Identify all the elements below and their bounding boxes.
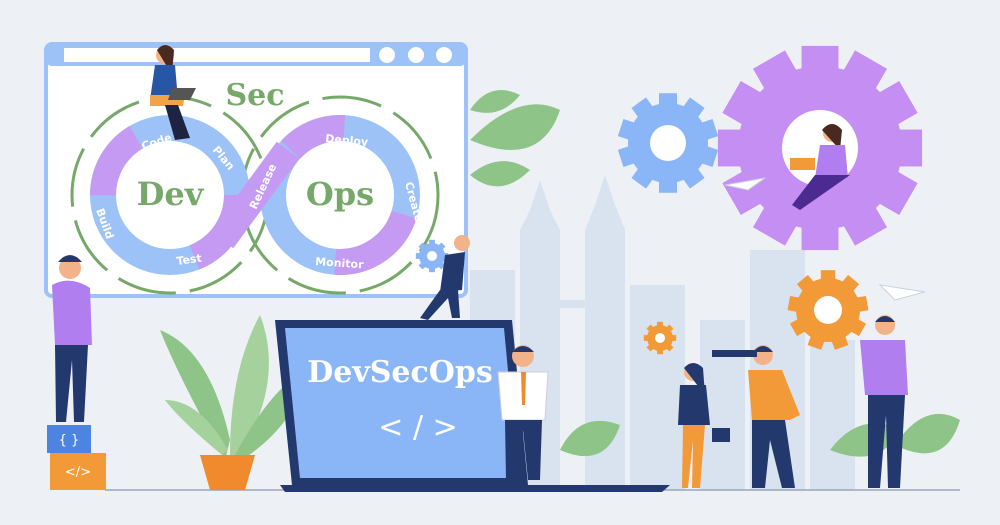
person-standing-left (52, 255, 92, 422)
dev-label: Dev (137, 175, 205, 213)
stage-monitor: Monitor (315, 255, 365, 271)
paper-plane-icon (878, 284, 926, 301)
window-button[interactable] (379, 47, 395, 63)
ops-label: Ops (306, 175, 374, 213)
woman-on-gear (790, 124, 850, 210)
gear-icon (643, 321, 677, 355)
gear-icon (415, 239, 449, 273)
woman-holding-gear (678, 363, 730, 488)
address-bar[interactable] (64, 48, 370, 62)
potted-plant (160, 315, 305, 490)
window-button[interactable] (436, 47, 452, 63)
man-lifting-gear (860, 315, 908, 488)
laptop: DevSecOps < / > (275, 320, 670, 492)
block-braces: { } (59, 433, 80, 448)
sec-label: Sec (225, 78, 284, 113)
window-button[interactable] (408, 47, 424, 63)
man-with-telescope (712, 345, 800, 488)
laptop-screen-title: DevSecOps (307, 355, 493, 390)
code-blocks: { } </> (47, 425, 106, 490)
man-in-tie (497, 345, 549, 480)
paper-plane-icon (724, 177, 766, 191)
devops-infinity-loop: Sec Dev Ops Code Plan Release Deploy Cre… (70, 78, 440, 295)
gear-icon (787, 270, 869, 350)
block-code-tag: </> (65, 465, 91, 480)
man-carrying-gear (420, 235, 470, 320)
stage-test: Test (176, 252, 203, 268)
woman-with-laptop-top (150, 45, 196, 140)
stage-deploy: Deploy (325, 132, 369, 149)
gear-icon (617, 93, 719, 193)
code-symbol: < / > (378, 410, 457, 445)
